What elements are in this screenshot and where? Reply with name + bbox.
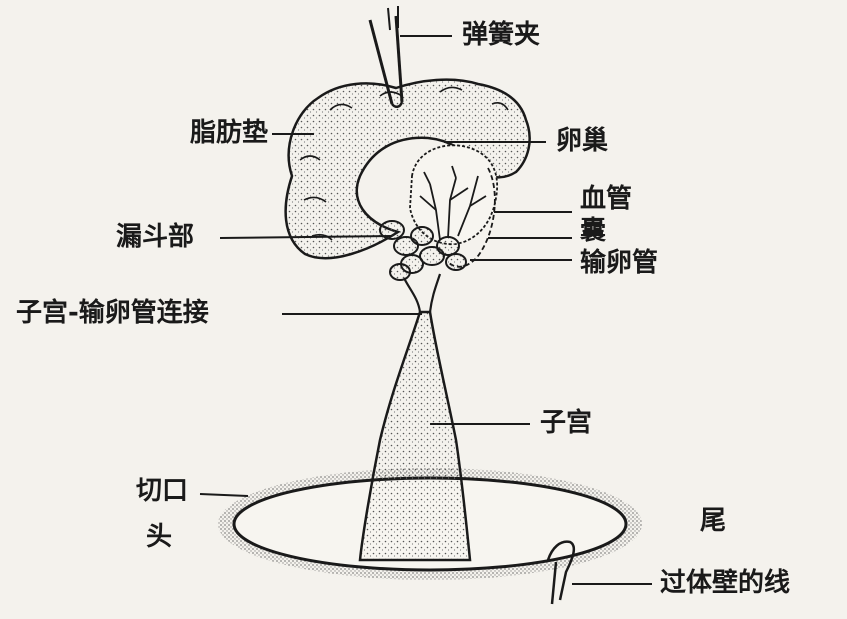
spring-clip-shape: [368, 6, 404, 108]
label-spring-clip: 弹簧夹: [462, 20, 541, 50]
oviduct-coils: [379, 220, 467, 281]
blood-vessel-branches: [419, 165, 487, 241]
label-head: 头: [146, 522, 173, 552]
label-blood-vessel: 血管: [580, 184, 633, 214]
label-bursa: 囊: [580, 216, 607, 246]
leader-lines: [199, 35, 652, 585]
fat-pad-lobules: [299, 86, 509, 241]
label-ovary: 卵巢: [556, 126, 609, 156]
label-tail: 尾: [700, 506, 727, 536]
uterus-shape: [358, 310, 472, 562]
label-uterus: 子宫: [540, 408, 593, 438]
label-incision: 切口: [136, 476, 189, 506]
uterotubal-junction-shape: [403, 273, 442, 313]
suture-shape: [546, 540, 576, 605]
fat-pad-shape: [284, 78, 531, 260]
label-infundibulum: 漏斗部: [116, 222, 195, 252]
label-fat-pad: 脂肪垫: [190, 118, 269, 148]
label-oviduct: 输卵管: [580, 248, 659, 278]
label-suture: 过体壁的线: [660, 568, 791, 598]
label-uterotubal-junction: 子宫-输卵管连接: [16, 298, 209, 328]
